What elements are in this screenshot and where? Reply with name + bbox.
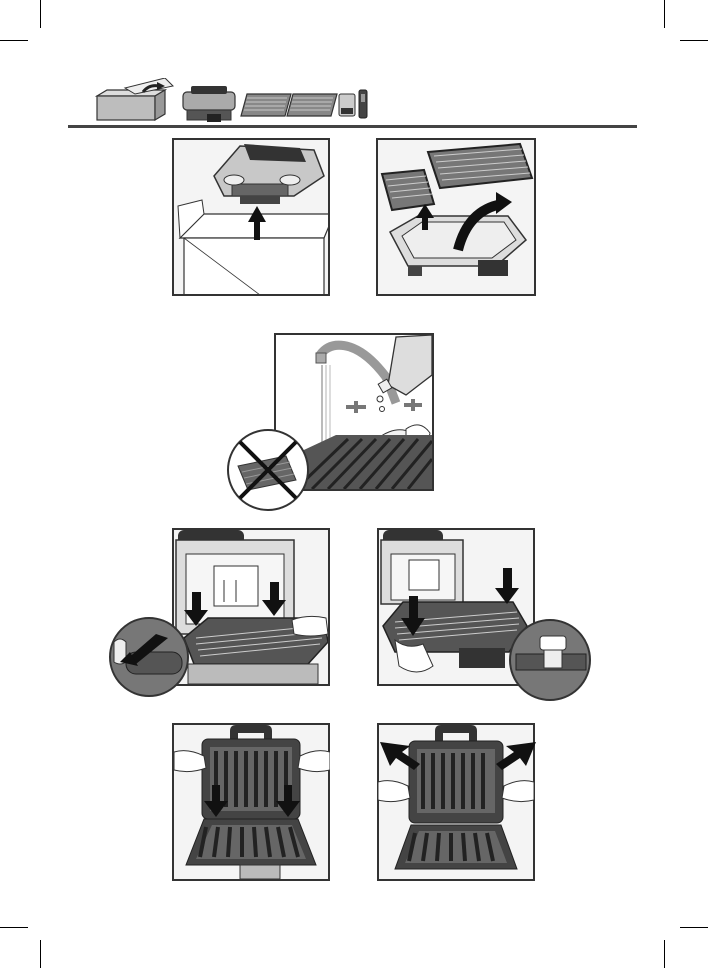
grill-icon bbox=[214, 144, 324, 204]
zoom-detail-icon bbox=[108, 616, 190, 698]
crop-mark bbox=[680, 40, 708, 41]
crop-mark bbox=[664, 0, 665, 28]
hand-icon bbox=[296, 748, 330, 774]
section-divider bbox=[68, 125, 637, 128]
arrow-diagonal-icon bbox=[494, 740, 536, 772]
no-abrasive-pad-icon bbox=[226, 428, 310, 512]
plate-icon bbox=[382, 170, 434, 210]
zoom-detail-icon bbox=[508, 618, 592, 702]
step-place-plates-open bbox=[172, 723, 330, 881]
plate-icon bbox=[428, 144, 532, 188]
plate-icon bbox=[241, 94, 291, 116]
crop-mark bbox=[40, 940, 41, 968]
crop-mark bbox=[664, 940, 665, 968]
hand-icon bbox=[378, 778, 412, 804]
scraper-icon bbox=[359, 90, 367, 118]
arrow-down-icon bbox=[495, 568, 519, 604]
crop-mark bbox=[40, 0, 41, 28]
hand-icon bbox=[292, 616, 328, 636]
grill-icon bbox=[183, 86, 235, 122]
step-remove-plates bbox=[376, 138, 536, 296]
hand-icon bbox=[500, 778, 534, 804]
step-insert-top-plate bbox=[172, 528, 330, 686]
crop-mark bbox=[680, 927, 708, 928]
plate-icon bbox=[287, 94, 337, 116]
header-strip bbox=[95, 78, 375, 123]
step-unpack-grill bbox=[172, 138, 330, 296]
crop-mark bbox=[0, 927, 28, 928]
crop-mark bbox=[0, 40, 28, 41]
hand-icon bbox=[174, 748, 208, 774]
box-icon bbox=[97, 78, 173, 120]
grill-icon bbox=[381, 530, 463, 604]
drip-tray-icon bbox=[339, 94, 355, 116]
arrow-diagonal-icon bbox=[380, 740, 422, 772]
